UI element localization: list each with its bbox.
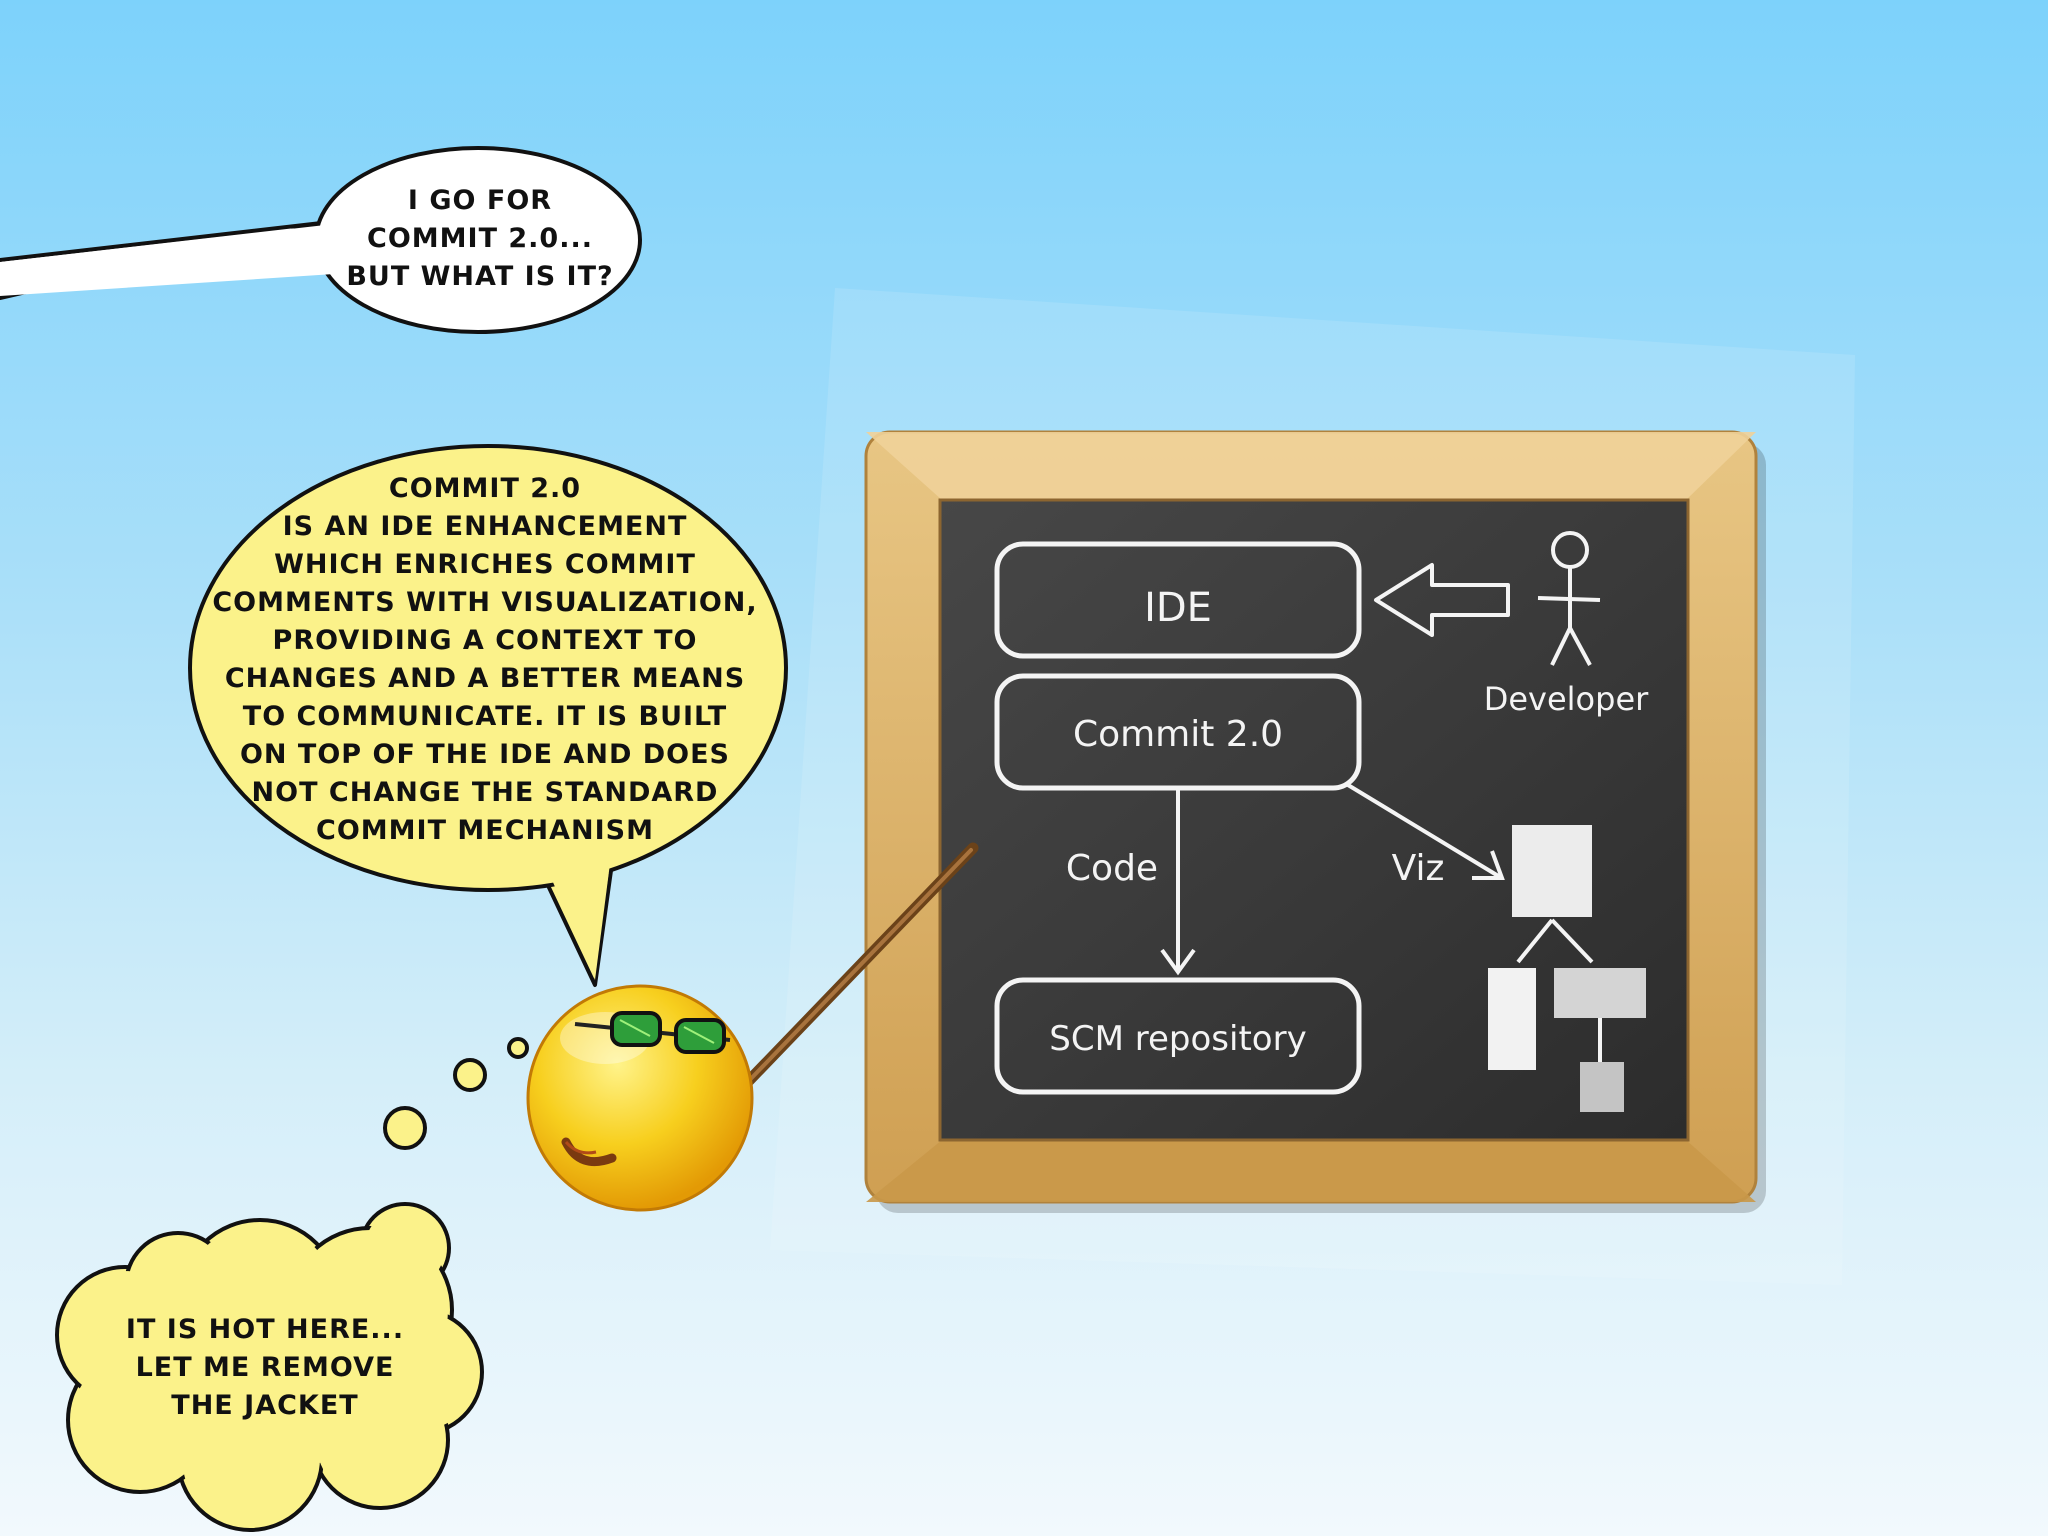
code-arrowhead (1160, 948, 1196, 976)
commit-label: Commit 2.0 (1073, 714, 1283, 755)
speech-main-line: IS AN IDE ENHANCEMENT (282, 511, 688, 542)
speech-main-line: CHANGES AND A BETTER MEANS (224, 663, 746, 694)
ide-box (994, 541, 1362, 659)
speech-bubble-top-text: I GO FOR COMMIT 2.0... BUT WHAT IS IT? (330, 182, 630, 296)
ide-label: IDE (1144, 585, 1212, 631)
speech-main-line: ON TOP OF THE IDE AND DOES (239, 739, 731, 770)
thought-line: IT IS HOT HERE... (125, 1314, 405, 1345)
scm-label: SCM repository (1049, 1019, 1306, 1059)
speech-bubble-main-text: COMMIT 2.0 IS AN IDE ENHANCEMENT WHICH E… (205, 470, 765, 850)
speech-main-line: COMMIT MECHANISM (316, 815, 654, 846)
thought-cloud-text: IT IS HOT HERE... LET ME REMOVE THE JACK… (90, 1311, 440, 1425)
speech-main-line: NOT CHANGE THE STANDARD (251, 777, 719, 808)
thought-line: THE JACKET (171, 1390, 359, 1421)
speech-bubble-top (0, 146, 642, 334)
viz-label: Viz (1392, 848, 1445, 889)
thought-cloud-fill (61, 1208, 478, 1526)
thought-dots (383, 1037, 529, 1150)
viz-arrowhead (1472, 850, 1505, 880)
developer-label: Developer (1484, 680, 1649, 718)
developer-stick-figure (1537, 531, 1601, 666)
speech-main-line: PROVIDING A CONTEXT TO (272, 625, 698, 656)
speech-top-line: BUT WHAT IS IT? (346, 261, 614, 292)
speech-main-line: COMMIT 2.0 (388, 473, 582, 504)
smiley-character (526, 984, 754, 1212)
code-label: Code (1066, 848, 1158, 889)
blackboard: IDE Developer Commit 2.0 Code Viz SCM re… (864, 430, 1766, 1213)
speech-bubble-main (188, 444, 788, 987)
speech-main-line: WHICH ENRICHES COMMIT (274, 549, 696, 580)
speech-top-line: I GO FOR (407, 185, 553, 216)
thought-line: LET ME REMOVE (135, 1352, 395, 1383)
sunglasses-icon (574, 1011, 731, 1054)
developer-arrow (1374, 563, 1510, 637)
blackboard-surface (938, 498, 1690, 1142)
speech-main-line: TO COMMUNICATE. IT IS BUILT (242, 701, 728, 732)
scm-box (994, 977, 1362, 1095)
commit-box (994, 673, 1362, 791)
speech-main-line: COMMENTS WITH VISUALIZATION, (212, 587, 758, 618)
viz-tree-diagram (1488, 825, 1646, 1112)
speech-top-line: COMMIT 2.0... (367, 223, 593, 254)
viz-arrow (1346, 783, 1502, 879)
